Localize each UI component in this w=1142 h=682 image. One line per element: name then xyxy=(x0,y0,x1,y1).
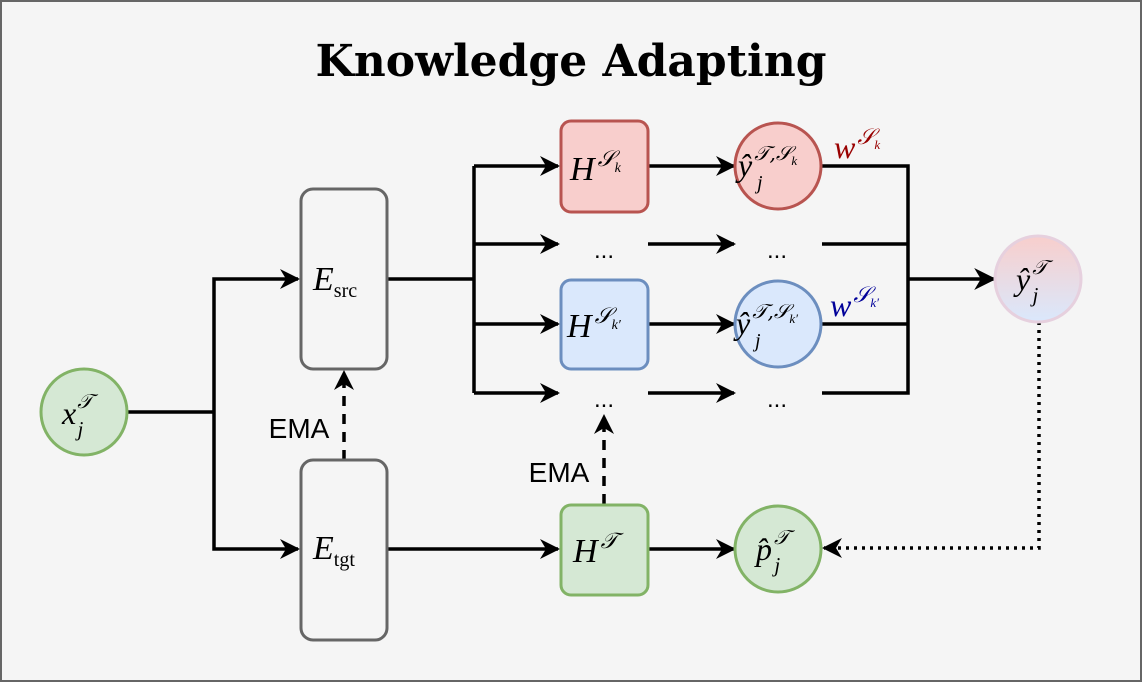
target-head-base: H xyxy=(572,533,600,570)
svg-text:ŷ𝒯,𝒮k: ŷ𝒯,𝒮k xyxy=(735,141,797,183)
svg-text:Etgt: Etgt xyxy=(312,530,355,571)
source-head-k-base: H xyxy=(569,151,597,188)
prediction-k-supsub: k xyxy=(791,153,797,168)
ellipsis-pred-row4: ... xyxy=(767,386,787,413)
ema-head-label: EMA xyxy=(529,457,590,488)
pseudo-label-sub: j xyxy=(771,553,780,577)
input-node-base: x xyxy=(61,395,76,431)
ellipsis-pred-row2: ... xyxy=(767,237,787,264)
prediction-kprime-base: ŷ xyxy=(733,305,751,341)
weight-k-base: w xyxy=(834,129,856,165)
ema-encoder-label: EMA xyxy=(269,413,330,444)
edge-ensemble-to-pseudo xyxy=(822,322,1041,558)
prediction-k-sub: j xyxy=(754,172,763,194)
ensemble-prediction-base: ŷ xyxy=(1013,261,1031,297)
prediction-kprime-sub: j xyxy=(752,330,761,352)
ema-edges xyxy=(334,370,614,504)
source-head-kprime-supsub: k′ xyxy=(612,318,622,333)
edge-input-to-esrc xyxy=(212,269,300,412)
target-encoder-node: Etgt xyxy=(299,458,389,642)
pseudo-label-base: p̂ xyxy=(754,531,772,567)
weight-k-label: w𝒮k xyxy=(834,125,880,165)
edge-pred-k-to-agg xyxy=(820,164,910,279)
source-encoder-node: Esrc xyxy=(299,187,389,371)
ellipsis-head-row4: ... xyxy=(594,386,614,413)
edge-row4-to-agg xyxy=(822,279,910,395)
input-node-sub: j xyxy=(75,417,84,441)
edge-input-to-etgt xyxy=(212,412,300,559)
ellipsis-head-row2: ... xyxy=(594,237,614,264)
prediction-k-sup: 𝒯,𝒮 xyxy=(754,141,797,165)
prediction-kprime-sup: 𝒯,𝒮 xyxy=(752,299,795,323)
weight-k-supsub: k xyxy=(874,137,880,152)
edges xyxy=(128,156,997,559)
ensemble-prediction-sub: j xyxy=(1030,283,1039,307)
weight-kprime-supsub: k′ xyxy=(870,295,879,310)
source-head-kprime-base: H xyxy=(566,308,594,345)
prediction-k-base: ŷ xyxy=(735,147,753,183)
source-encoder-sub: src xyxy=(334,280,357,302)
target-encoder-base: E xyxy=(312,530,334,567)
diagram-title: Knowledge Adapting xyxy=(316,36,827,87)
target-encoder-sub: tgt xyxy=(334,549,356,571)
source-encoder-base: E xyxy=(312,261,334,298)
prediction-kprime-supsub: k′ xyxy=(789,311,798,326)
svg-text:ŷ𝒯,𝒮k′: ŷ𝒯,𝒮k′ xyxy=(733,299,798,341)
weight-kprime-base: w xyxy=(830,287,852,323)
svg-text:Esrc: Esrc xyxy=(312,261,357,302)
source-head-k-supsub: k xyxy=(615,161,622,176)
